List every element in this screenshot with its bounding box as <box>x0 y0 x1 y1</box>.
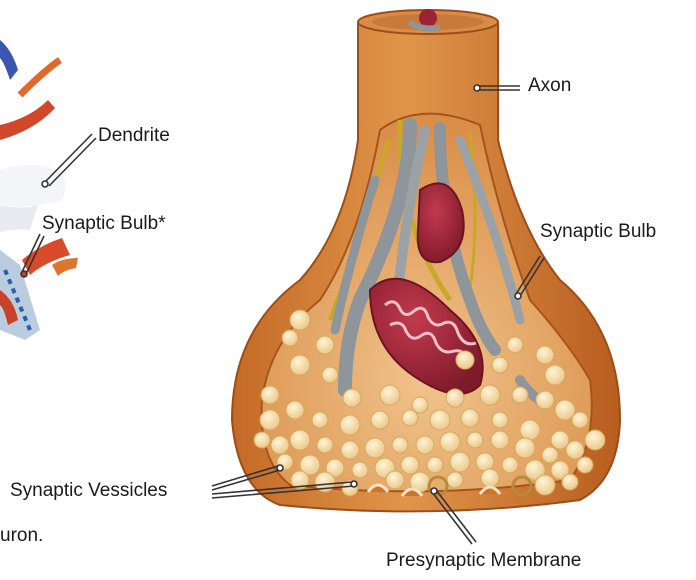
vesicle <box>386 471 404 489</box>
vesicle <box>282 330 298 346</box>
vesicle <box>322 367 338 383</box>
vesicle <box>572 412 588 428</box>
vesicle <box>430 410 450 430</box>
vesicle <box>290 430 310 450</box>
vesicle <box>566 441 584 459</box>
vesicle <box>542 447 558 463</box>
presynaptic-membrane-label: Presynaptic Membrane <box>386 551 581 570</box>
vesicle <box>290 310 310 330</box>
vesicle <box>316 336 334 354</box>
vesicle <box>416 436 434 454</box>
synaptic-bulb-right-label: Synaptic Bulb <box>540 222 656 241</box>
vesicle <box>271 436 289 454</box>
vesicle <box>577 457 593 473</box>
vesicle <box>446 389 464 407</box>
vesicle <box>555 400 575 420</box>
vesicle <box>440 432 460 452</box>
vesicle <box>352 462 368 478</box>
vesicle <box>380 385 400 405</box>
vesicle <box>392 437 408 453</box>
vesicle <box>515 438 535 458</box>
vesicle <box>492 412 508 428</box>
vesicle <box>286 401 304 419</box>
left-neuron-fragment <box>0 40 78 340</box>
vesicle <box>585 430 605 450</box>
synaptic-vessicles-label: Synaptic Vessicles <box>10 481 167 500</box>
vesicle <box>456 351 474 369</box>
vesicle <box>427 457 443 473</box>
vesicle <box>520 420 540 440</box>
vesicle <box>317 437 333 453</box>
vesicle <box>450 452 470 472</box>
vesicle <box>371 411 389 429</box>
vesicle <box>340 415 360 435</box>
vesicle <box>365 438 385 458</box>
vesicle <box>480 385 500 405</box>
caption-fragment: uron. <box>0 526 43 545</box>
vesicle <box>507 337 523 353</box>
vesicle <box>402 410 418 426</box>
synaptic-bulb-left-label: Synaptic Bulb* <box>42 214 166 233</box>
vesicle <box>261 386 279 404</box>
vesicle <box>512 387 528 403</box>
vesicle <box>502 457 518 473</box>
vesicle <box>562 474 578 490</box>
vesicle <box>467 432 483 448</box>
vesicle <box>343 389 361 407</box>
vesicle <box>312 412 328 428</box>
vesicle <box>461 409 479 427</box>
axon-label: Axon <box>528 76 571 95</box>
vesicle <box>545 365 565 385</box>
vesicle <box>481 469 499 487</box>
dendrite-label: Dendrite <box>98 126 170 145</box>
vesicle <box>412 397 428 413</box>
vesicle <box>341 441 359 459</box>
vesicle <box>536 346 554 364</box>
vesicle <box>536 391 554 409</box>
vesicle <box>476 453 494 471</box>
vesicle <box>491 431 509 449</box>
vesicle <box>492 357 508 373</box>
vesicle <box>254 432 270 448</box>
vesicle <box>447 472 463 488</box>
vesicle <box>535 475 555 495</box>
vesicle <box>290 355 310 375</box>
vesicle <box>260 410 280 430</box>
vesicle <box>401 456 419 474</box>
